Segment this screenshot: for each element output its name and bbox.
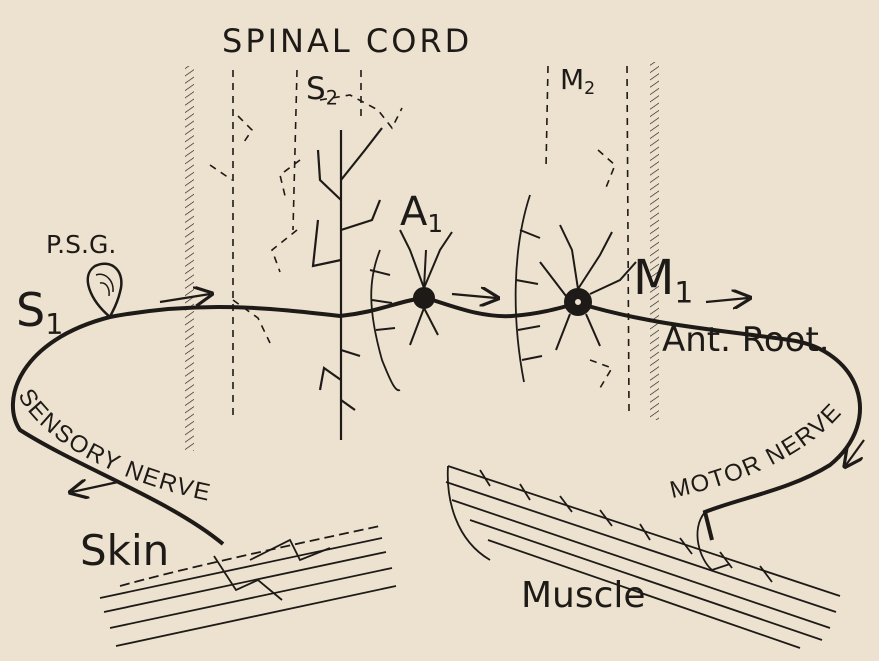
sensory-nerve-label: SENSORY NERVE — [13, 384, 214, 507]
sensory-nerve-text: SENSORY NERVE — [13, 384, 214, 507]
motor-nerve-label: MOTOR NERVE — [667, 398, 847, 504]
motor-nerve-text: MOTOR NERVE — [667, 398, 847, 504]
